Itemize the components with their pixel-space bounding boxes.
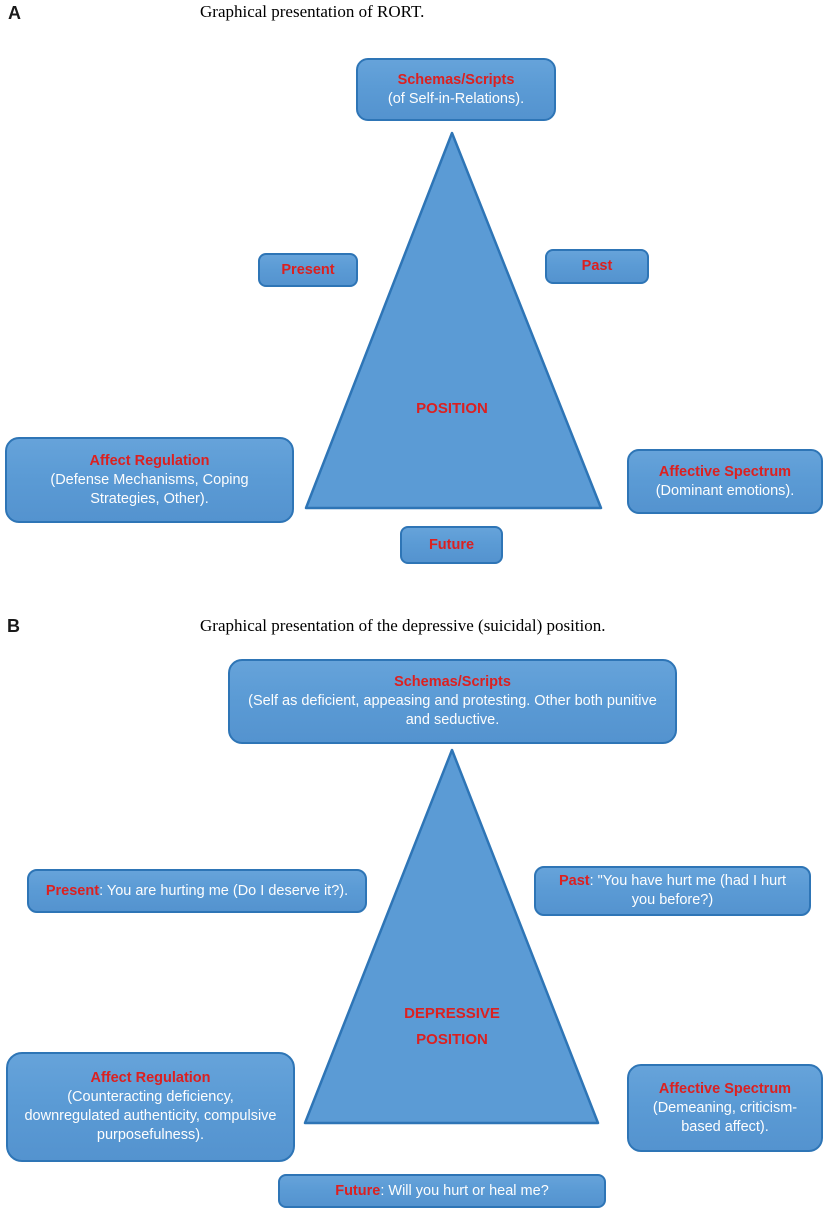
box-heading: Affect Regulation (89, 452, 210, 469)
box-body: (Dominant emotions). (655, 482, 795, 499)
box-heading: Schemas/Scripts (397, 71, 515, 88)
triangle-a-shape (304, 131, 603, 510)
schemas-box-b: Schemas/Scripts (Self as deficient, appe… (228, 659, 677, 744)
box-heading: Past (558, 873, 590, 889)
future-box-a: Future (400, 526, 503, 564)
box-body: : You are hurting me (Do I deserve it?). (99, 882, 349, 899)
panel-b-label: B (7, 616, 20, 636)
box-heading: Present (281, 261, 335, 278)
box-body: (Defense Mechanisms, Coping Strategies, … (50, 471, 249, 507)
panel-a-label: A (8, 3, 21, 23)
box-body: (Demeaning, criticism-based affect). (652, 1099, 798, 1135)
panel-b-title: Graphical presentation of the depressive… (200, 616, 606, 635)
box-heading: Future (335, 1182, 381, 1199)
past-box-b: Past: "You have hurt me (had I hurt you … (534, 866, 811, 916)
triangle-a (304, 131, 603, 510)
box-body: (Counteracting deficiency, downregulated… (24, 1089, 277, 1143)
box-heading: Schemas/Scripts (394, 674, 511, 690)
triangle-b (303, 748, 600, 1125)
panel-a-title: Graphical presentation of RORT. (200, 2, 425, 21)
affective-spectrum-box-a: Affective Spectrum (Dominant emotions). (627, 449, 823, 514)
box-heading: Present (45, 882, 100, 899)
present-box-a: Present (258, 253, 358, 287)
affect-regulation-box-b: Affect Regulation (Counteracting deficie… (6, 1052, 295, 1162)
box-heading: Future (428, 536, 475, 553)
box-heading: Affective Spectrum (658, 1080, 792, 1097)
triangle-b-shape (303, 748, 600, 1125)
triangle-a-label: POSITION (416, 400, 488, 417)
box-body: (Self as deficient, appeasing and protes… (248, 693, 657, 728)
box-heading: Past (581, 258, 613, 274)
triangle-b-label: DEPRESSIVE POSITION (404, 1005, 500, 1048)
present-box-b: Present: You are hurting me (Do I deserv… (27, 869, 367, 913)
box-body: : Will you hurt or heal me? (380, 1182, 549, 1199)
box-body: (of Self-in-Relations). (387, 90, 525, 107)
future-box-b: Future: Will you hurt or heal me? (278, 1174, 606, 1208)
box-body: : "You have hurt me (had I hurt you befo… (589, 873, 787, 908)
box-heading: Affective Spectrum (658, 463, 792, 480)
schemas-box-a: Schemas/Scripts (of Self-in-Relations). (356, 58, 556, 121)
box-heading: Affect Regulation (90, 1070, 211, 1086)
affective-spectrum-box-b: Affective Spectrum (Demeaning, criticism… (627, 1064, 823, 1152)
past-box-a: Past (545, 249, 649, 284)
affect-regulation-box-a: Affect Regulation (Defense Mechanisms, C… (5, 437, 294, 523)
